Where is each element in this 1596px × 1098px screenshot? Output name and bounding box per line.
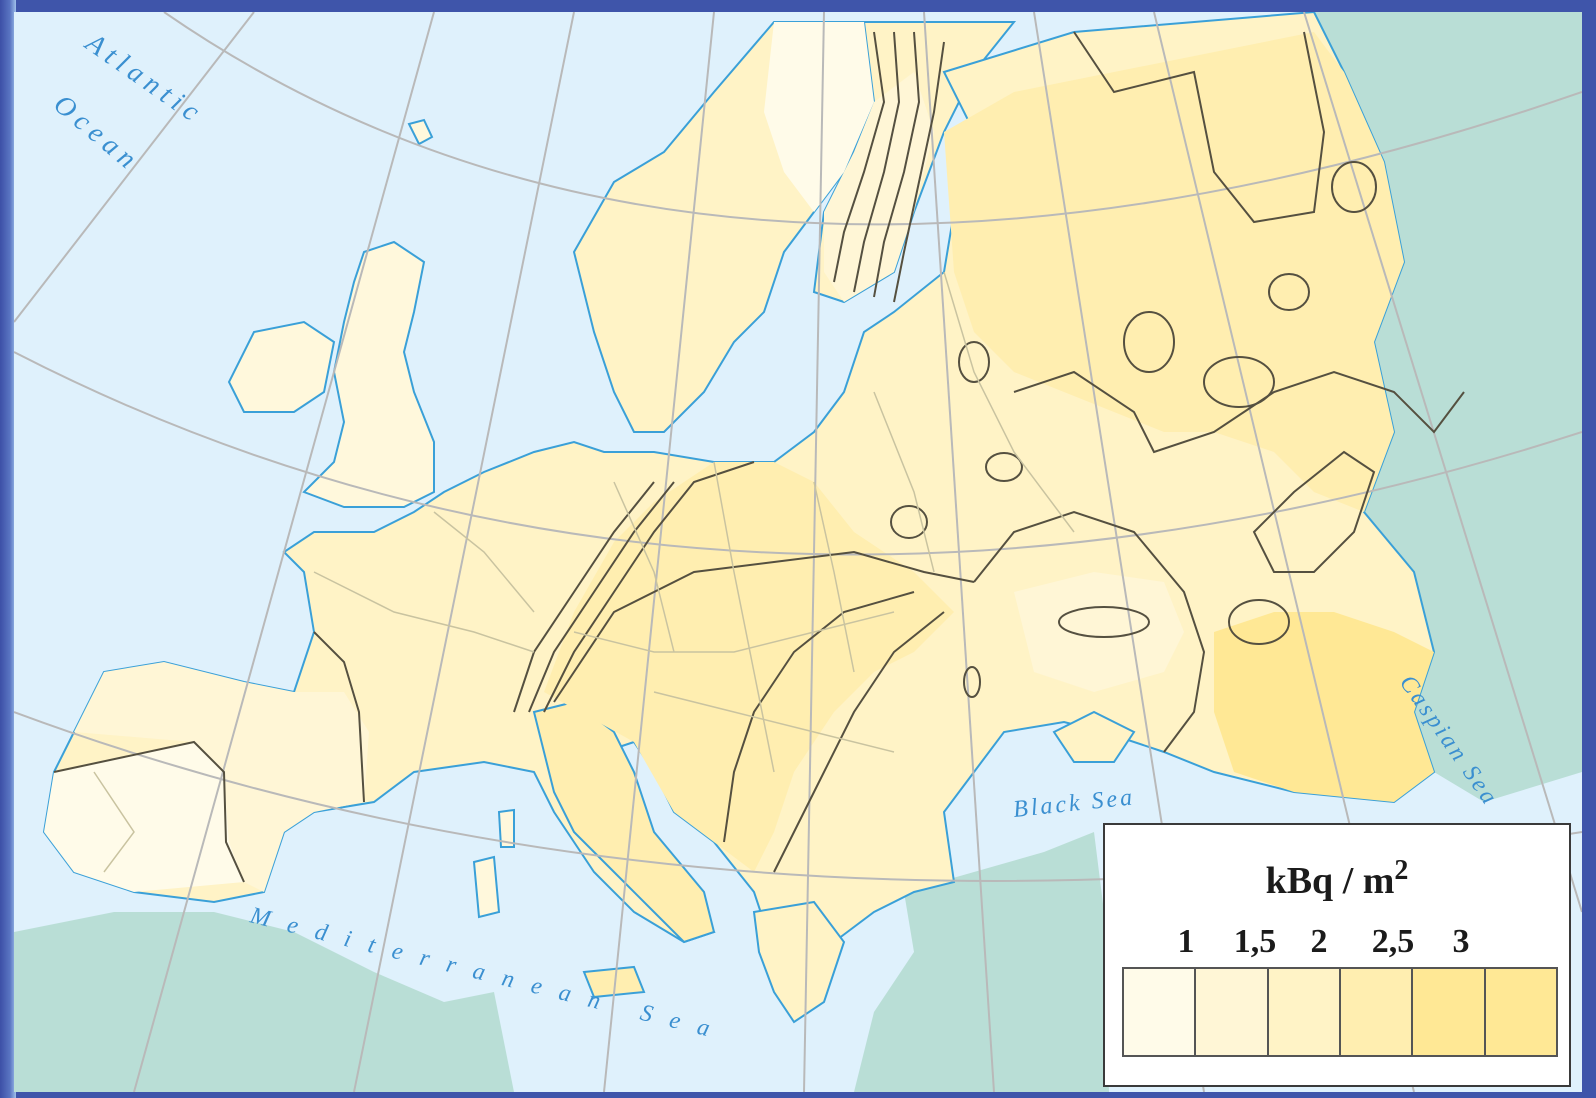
contour-lines (53, 31, 1465, 883)
legend-swatch (1340, 969, 1414, 1055)
contour-south (973, 510, 1206, 753)
russia-east-land (1314, 12, 1582, 802)
zone-south-russia-3 (1214, 612, 1434, 802)
legend-unit-exponent: 2 (1394, 855, 1409, 886)
country-borders (93, 271, 1075, 873)
contour-island-9 (1203, 356, 1275, 408)
contour-island-3 (1123, 311, 1175, 373)
turkey-land (854, 832, 1109, 1092)
contour-volga (1252, 450, 1376, 573)
contour-finland-2 (853, 31, 901, 293)
legend-tick-1-5: 1,5 (1233, 923, 1277, 960)
zone-iberia-low (44, 742, 244, 892)
legend-swatches (1122, 967, 1558, 1057)
zone-scandinavia-low (764, 22, 874, 212)
contour-island-5 (890, 505, 928, 539)
contour-island-7 (1058, 606, 1150, 638)
legend-tick-3: 3 (1452, 923, 1470, 960)
contour-alps-1 (513, 481, 655, 713)
legend-swatch (1268, 969, 1341, 1055)
contour-mid-russia (1013, 370, 1465, 454)
legend-tick-1: 1 (1177, 923, 1195, 960)
legend-tick-2-5: 2,5 (1371, 923, 1415, 960)
legend-swatch (1196, 969, 1269, 1055)
contour-iberia (53, 740, 245, 883)
map-legend: kBq / m2 1 1,5 2 2,5 3 (1103, 823, 1571, 1087)
contour-island-10 (963, 666, 981, 698)
contour-balkan-2 (773, 611, 945, 873)
zone-iberia-15 (74, 662, 369, 892)
contour-island-6 (985, 452, 1023, 482)
contour-finland-3 (873, 31, 921, 298)
contour-island-2 (958, 341, 990, 383)
contour-finland-4 (893, 41, 945, 303)
contour-alps-3 (543, 461, 755, 713)
legend-swatch (1485, 969, 1556, 1055)
zone-black-sea-coast (1014, 572, 1184, 692)
legend-unit: kBq / m2 (1105, 855, 1569, 903)
contour-alps-2 (528, 481, 675, 713)
contour-island-4 (1268, 273, 1310, 311)
zone-east-25 (944, 32, 1404, 512)
legend-unit-text: kBq / m (1265, 860, 1395, 902)
contour-island-1 (1331, 161, 1377, 213)
contour-finland-1 (833, 31, 886, 283)
contour-balkan (723, 591, 915, 843)
legend-tick-2: 2 (1310, 923, 1328, 960)
zone-central-25 (544, 462, 954, 872)
legend-swatch (1124, 969, 1197, 1055)
north-africa-land (14, 912, 514, 1092)
legend-swatch (1413, 969, 1486, 1055)
contour-france (313, 631, 365, 803)
contour-north-russia (1073, 31, 1326, 224)
concentration-zones (44, 22, 1434, 892)
europe-map: Atlantic Ocean Black Sea Caspian Sea Med… (14, 12, 1582, 1092)
contour-central (553, 550, 975, 703)
contour-island-8 (1228, 599, 1290, 645)
